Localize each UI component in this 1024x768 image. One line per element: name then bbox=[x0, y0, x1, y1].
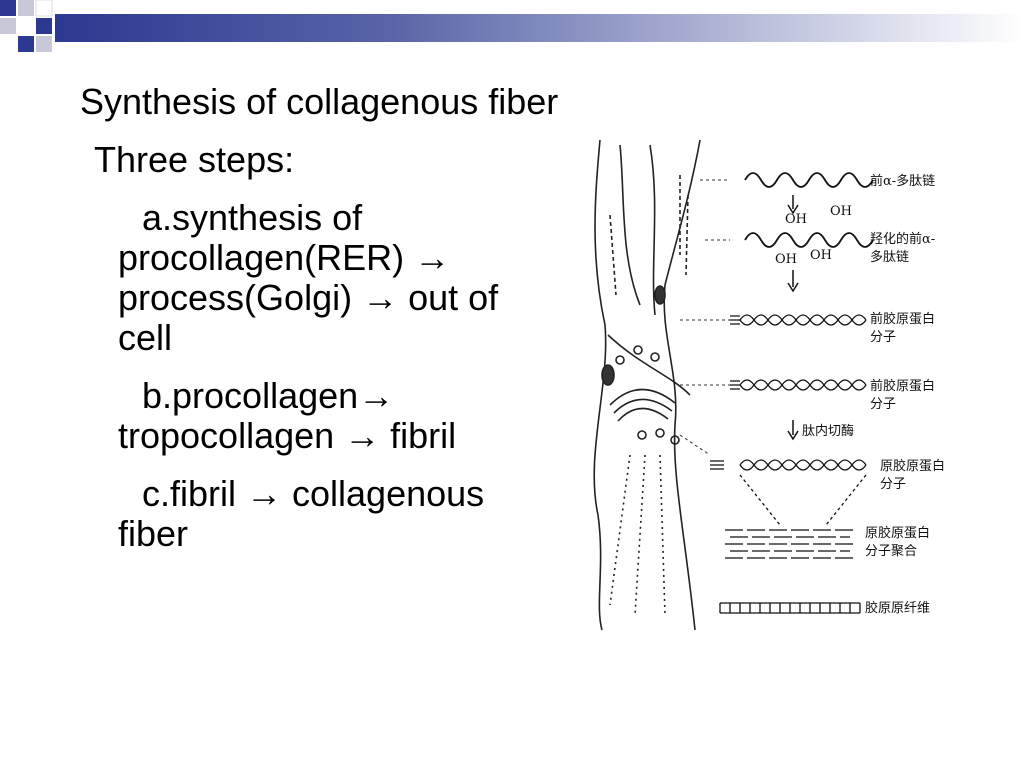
golgi-arc bbox=[613, 398, 673, 414]
label-pro-alpha-chain: 前α-多肽链 bbox=[870, 173, 935, 189]
polypeptide-chains bbox=[744, 172, 874, 248]
tropocollagen-helix bbox=[739, 459, 867, 471]
label-hydroxylated-chain-1: 羟化的前α- bbox=[870, 231, 935, 247]
label-collagen-fibril: 胶原原纤维 bbox=[865, 600, 930, 616]
mitochondrion bbox=[601, 364, 615, 386]
procollagen-helix bbox=[739, 314, 867, 326]
step-b: b.procollagen→ tropocollagen → fibril bbox=[118, 375, 457, 456]
cell-internal-line bbox=[619, 144, 641, 306]
helix-end bbox=[730, 315, 740, 325]
header-square bbox=[35, 0, 53, 17]
label-tropocollagen-b: 分子 bbox=[880, 477, 906, 492]
golgi-arc bbox=[609, 388, 676, 406]
oh-mark: OH bbox=[810, 248, 832, 263]
oh-mark: OH bbox=[785, 212, 807, 227]
arrow-down bbox=[787, 420, 799, 441]
hydroxylated-chain bbox=[744, 232, 874, 248]
helix-end bbox=[710, 460, 724, 470]
step-c: c.fibril → collagenous fiber bbox=[118, 473, 485, 554]
fibril-striations bbox=[719, 603, 861, 613]
aggregation-lines bbox=[739, 474, 867, 526]
slide-heading: Synthesis of collagenous fiber bbox=[80, 81, 559, 122]
tropocollagen-helix bbox=[739, 459, 867, 471]
procollagen-helix bbox=[739, 379, 867, 391]
header-square bbox=[36, 36, 52, 52]
label-tropocollagen-a: 原胶原蛋白 bbox=[880, 458, 945, 474]
golgi-arc bbox=[617, 407, 669, 422]
header-square bbox=[18, 36, 34, 52]
triple-helices bbox=[710, 314, 867, 614]
connector-line bbox=[679, 434, 711, 456]
pro-alpha-chain bbox=[744, 172, 874, 188]
cell-internal-line bbox=[649, 144, 656, 316]
fibroblast-cell-drawing bbox=[593, 139, 701, 631]
collagen-synthesis-diagram: OH OH OH OH 前α-多肽链 羟化的前α- 多肽链 前胶原蛋白 分子 前… bbox=[593, 139, 945, 631]
aggregated-molecules bbox=[725, 529, 855, 559]
vesicle bbox=[615, 355, 625, 365]
fibril-strand bbox=[634, 454, 646, 616]
label-procollagen-1b: 分子 bbox=[870, 330, 896, 345]
label-hydroxylated-chain-2: 多肽链 bbox=[870, 249, 909, 265]
cell-outline-right bbox=[663, 139, 701, 631]
label-endopeptidase: 肽内切酶 bbox=[802, 423, 854, 439]
mitochondrion bbox=[654, 285, 666, 305]
fibril-strand bbox=[659, 454, 666, 616]
label-procollagen-2b: 分子 bbox=[870, 397, 896, 412]
fibril-strand bbox=[609, 454, 631, 606]
header-square bbox=[18, 18, 34, 34]
label-procollagen-1a: 前胶原蛋白 bbox=[870, 311, 935, 327]
vesicle bbox=[637, 430, 647, 440]
rough-er bbox=[685, 194, 689, 276]
oh-mark: OH bbox=[775, 252, 797, 267]
label-procollagen-2a: 前胶原蛋白 bbox=[870, 378, 935, 394]
step-a: a.synthesis of procollagen(RER) → proces… bbox=[118, 197, 499, 358]
header-square bbox=[18, 0, 34, 16]
header-decoration bbox=[0, 0, 1024, 52]
vesicle bbox=[650, 352, 660, 362]
label-aggregation-b: 分子聚合 bbox=[865, 544, 917, 559]
header-square bbox=[0, 36, 16, 52]
header-square bbox=[0, 0, 16, 16]
procollagen-helix bbox=[739, 314, 867, 326]
connector-lines bbox=[679, 179, 730, 456]
header-square bbox=[36, 18, 52, 34]
header-square bbox=[0, 18, 16, 34]
cell-internal-line bbox=[607, 334, 691, 396]
step-arrows bbox=[787, 195, 799, 441]
vesicle bbox=[670, 435, 680, 445]
steps-intro: Three steps: bbox=[94, 139, 295, 180]
cell-outline-left bbox=[593, 139, 607, 631]
vesicle bbox=[655, 428, 665, 438]
helix-end bbox=[730, 380, 740, 390]
procollagen-helix bbox=[739, 379, 867, 391]
oh-mark: OH bbox=[830, 204, 852, 219]
vesicle bbox=[633, 345, 643, 355]
rough-er bbox=[609, 214, 617, 296]
slide-text: Synthesis of collagenous fiber Three ste… bbox=[80, 82, 560, 572]
arrow-down bbox=[787, 195, 799, 215]
arrow-down bbox=[787, 270, 799, 293]
label-aggregation-a: 原胶原蛋白 bbox=[865, 525, 930, 541]
